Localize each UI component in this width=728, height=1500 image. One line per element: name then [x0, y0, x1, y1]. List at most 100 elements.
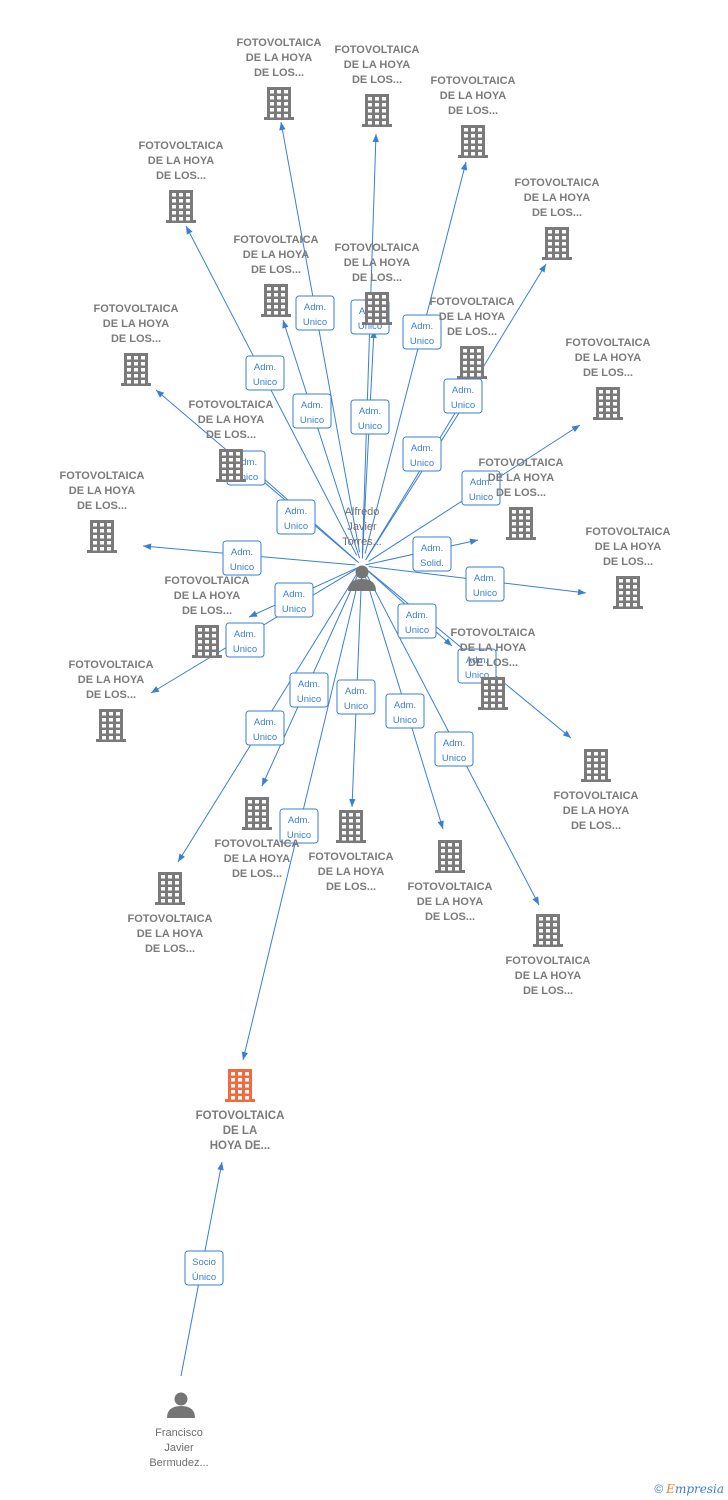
window-icon	[548, 236, 552, 240]
window-icon	[198, 640, 202, 644]
window-icon	[606, 402, 610, 406]
relation-label-c16[interactable]: Adm.Unico	[397, 603, 437, 639]
person-node-alfredo[interactable]	[348, 565, 376, 592]
edge-c3-arrowhead	[460, 162, 468, 171]
relation-label-c12-frame	[412, 536, 452, 572]
relation-label-c19-text: Unico	[297, 694, 321, 705]
window-icon	[464, 152, 468, 156]
relation-label-c19[interactable]: Adm.Unico	[289, 672, 329, 708]
window-icon	[464, 140, 468, 144]
window-icon	[179, 211, 183, 215]
company-node-c18[interactable]	[581, 749, 611, 782]
window-icon	[102, 712, 106, 716]
relation-label-c7[interactable]: Adm.Unico	[350, 399, 390, 435]
relation-label-c17[interactable]: Adm.Unico	[225, 622, 265, 658]
company-node-c17-base	[96, 739, 126, 742]
company-node-c14-base	[613, 606, 643, 609]
relation-label-c11-text: Adm.	[285, 506, 307, 517]
company-node-c19[interactable]	[242, 797, 272, 830]
relation-label-c18[interactable]: Adm.Unico	[457, 648, 497, 684]
window-icon	[270, 90, 274, 94]
edge-c19-arrowhead	[262, 777, 269, 786]
company-node-c13[interactable]	[87, 520, 117, 553]
company-node-c9[interactable]	[121, 353, 151, 386]
window-icon	[368, 103, 372, 107]
relation-label-c8[interactable]: Adm.Unico	[402, 436, 442, 472]
company-node-c19-base	[242, 827, 272, 830]
window-icon	[342, 819, 346, 823]
company-node-c8[interactable]	[457, 346, 487, 379]
company-node-c10[interactable]	[593, 387, 623, 420]
company-node-c7[interactable]	[362, 292, 392, 325]
window-icon	[470, 355, 474, 359]
company-node-c22[interactable]	[155, 872, 185, 905]
company-node-c4[interactable]	[166, 190, 196, 223]
company-node-c20[interactable]	[336, 810, 366, 843]
relation-label-c14[interactable]: Adm.Unico	[465, 566, 505, 602]
company-node-c1[interactable]	[264, 87, 294, 120]
window-icon	[368, 319, 372, 323]
relation-label-c13[interactable]: Adm.Unico	[222, 540, 262, 576]
company-node-c21[interactable]	[435, 840, 465, 873]
company-node-c12[interactable]	[506, 507, 536, 540]
relation-label-c4[interactable]: Adm.Unico	[245, 355, 285, 391]
relation-label-c12[interactable]: Adm.Solid.	[412, 536, 452, 572]
window-icon	[245, 1090, 249, 1094]
company-node-c2[interactable]	[362, 94, 392, 127]
relation-label-c22[interactable]: Adm.Unico	[245, 710, 285, 746]
window-icon	[186, 199, 190, 203]
relation-label-c6[interactable]: Adm.Unico	[292, 393, 332, 429]
window-icon	[134, 380, 138, 384]
relation-label-c10[interactable]: Adm.Unico	[461, 470, 501, 506]
window-icon	[368, 313, 372, 317]
company-node-c16[interactable]	[478, 677, 508, 710]
relation-label-c18-text: Unico	[465, 670, 489, 681]
relation-label-c5[interactable]: Adm.Unico	[443, 378, 483, 414]
window-icon	[281, 293, 285, 297]
window-icon	[222, 476, 226, 480]
company-label-c19-line: FOTOVOLTAICA	[215, 838, 300, 850]
relation-label-c3[interactable]: Adm.Unico	[402, 314, 442, 350]
company-node-c6[interactable]	[261, 284, 291, 317]
company-node-c15[interactable]	[192, 625, 222, 658]
person-node-francisco[interactable]	[167, 1392, 195, 1419]
relation-label-c11[interactable]: Adm.Unico	[276, 499, 316, 535]
company-label-c7-line: FOTOVOLTAICA	[335, 242, 420, 254]
relation-label-socio-unico-frame	[184, 1250, 224, 1286]
company-node-c23[interactable]	[533, 914, 563, 947]
window-icon	[109, 736, 113, 740]
company-node-c3[interactable]	[458, 125, 488, 158]
relation-label-c13-frame	[222, 540, 262, 576]
relation-label-c23[interactable]: Adm.Unico	[434, 731, 474, 767]
relation-label-c23-text: Adm.	[443, 738, 465, 749]
company-label-c21-line: FOTOVOLTAICA	[408, 881, 493, 893]
window-icon	[633, 597, 637, 601]
company-node-c5[interactable]	[542, 227, 572, 260]
window-icon	[478, 134, 482, 138]
relation-label-main[interactable]: Adm.Unico	[279, 808, 319, 844]
company-label-c10-line: DE LA HOYA	[575, 352, 641, 364]
relation-label-c6-text: Adm.	[301, 400, 323, 411]
window-icon	[619, 579, 623, 583]
company-label-c4-line: FOTOVOLTAICA	[139, 140, 224, 152]
window-icon	[448, 861, 452, 865]
company-node-main[interactable]	[225, 1069, 255, 1102]
window-icon	[93, 529, 97, 533]
empresia-brand[interactable]: ©Empresia	[654, 1482, 724, 1496]
company-node-c11[interactable]	[216, 449, 246, 482]
relation-label-c15[interactable]: Adm.Unico	[274, 582, 314, 618]
relation-label-c1[interactable]: Adm.Unico	[295, 295, 335, 331]
window-icon	[471, 134, 475, 138]
window-icon	[262, 824, 266, 828]
window-icon	[277, 102, 281, 106]
window-icon	[172, 205, 176, 209]
relation-label-c21[interactable]: Adm.Unico	[385, 693, 425, 729]
company-node-c17[interactable]	[96, 709, 126, 742]
company-node-c14[interactable]	[613, 576, 643, 609]
window-icon	[613, 402, 617, 406]
window-icon	[179, 205, 183, 209]
relation-label-c20[interactable]: Adm.Unico	[336, 679, 376, 715]
person-head	[355, 565, 369, 579]
window-icon	[205, 640, 209, 644]
